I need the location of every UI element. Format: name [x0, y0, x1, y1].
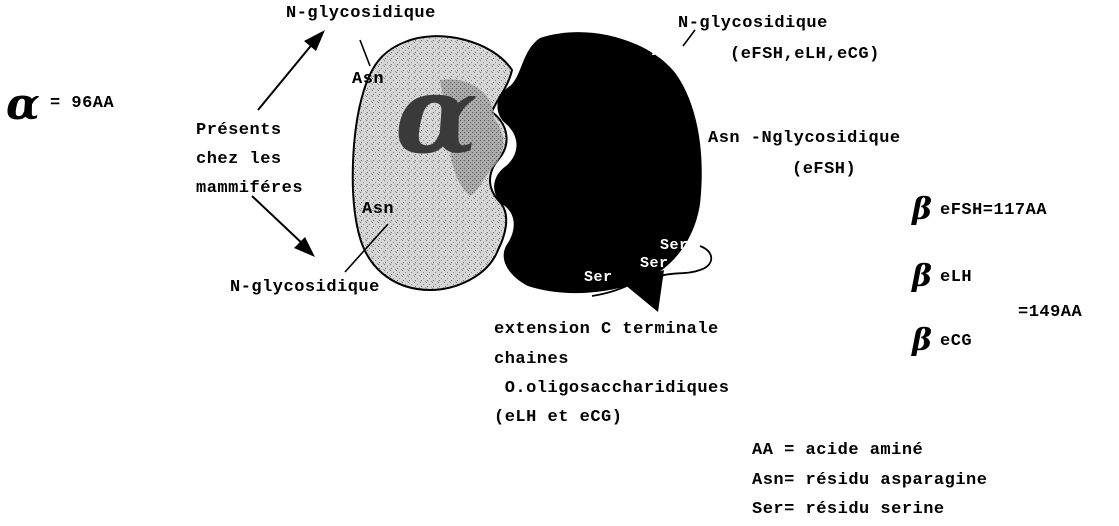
extension-note-line-1: extension C terminale [494, 320, 719, 340]
ser-label-1: Ser [660, 236, 689, 256]
beta-asn-top-label: Asn [652, 42, 684, 62]
beta-efsh-length: eFSH=117AA [940, 201, 1047, 221]
alpha-top-site-line [360, 40, 370, 66]
beta-glyco-top-hormones: (eFSH,eLH,eCG) [730, 45, 880, 65]
ser-label-4: Ser [584, 268, 613, 288]
alpha-asn-top-label: Asn [352, 70, 384, 90]
beta-symbol-ecg: β [912, 324, 932, 358]
mammals-note-line-3: mammiféres [196, 179, 303, 199]
alpha-asn-bottom-label: Asn [362, 200, 394, 220]
extension-note-line-3: O.oligosaccharidiques [494, 379, 729, 399]
beta-asn-mid-label: Asn -Nglycosidique [708, 129, 901, 149]
beta-symbol-elh: β [912, 260, 932, 294]
arrow-down-line [252, 196, 305, 246]
extension-note-line-4: (eLH et eCG) [494, 408, 622, 428]
alpha-glyco-top-label: N-glycosidique [286, 4, 436, 24]
alpha-symbol-large: α [395, 60, 478, 170]
beta-glyco-top-label: N-glycosidique [678, 14, 828, 34]
beta-symbol-efsh: β [912, 193, 932, 227]
mammals-note-line-1: Présents [196, 121, 282, 141]
alpha-length-label: = 96AA [50, 94, 114, 114]
beta-asn-mid-hormone: (eFSH) [792, 160, 856, 180]
alpha-glyco-bottom-label: N-glycosidique [230, 278, 380, 298]
ser-label-2: Ser [640, 254, 669, 274]
alpha-symbol-small: α [6, 80, 40, 130]
arrow-up-head [304, 30, 325, 51]
arrow-down-head [294, 237, 315, 257]
mammals-note-line-2: chez les [196, 150, 282, 170]
arrow-up-line [258, 42, 314, 110]
legend-line-asn: Asn= résidu asparagine [752, 471, 987, 491]
legend-line-aa: AA = acide aminé [752, 441, 923, 461]
extension-note-line-2: chaines [494, 350, 569, 370]
beta-shared-length: =149AA [1018, 303, 1082, 323]
ser-label-3: Ser [552, 272, 581, 292]
legend-line-ser: Ser= résidu serine [752, 500, 945, 520]
beta-elh-label: eLH [940, 268, 972, 288]
beta-ecg-label: eCG [940, 332, 972, 352]
